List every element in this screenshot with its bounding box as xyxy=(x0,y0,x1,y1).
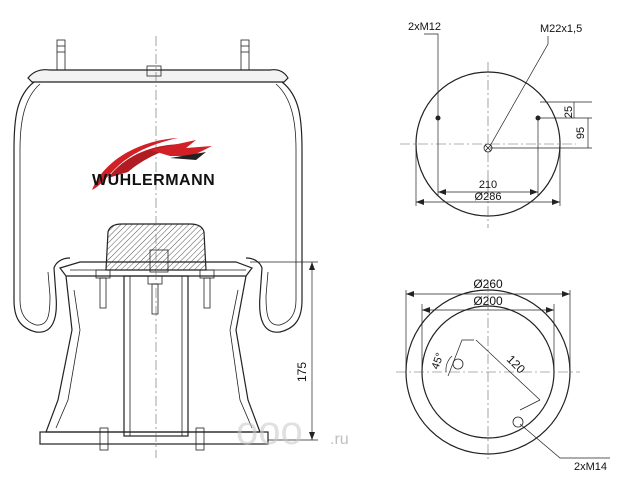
top-stud-right xyxy=(240,39,250,71)
watermark: ooo .ru xyxy=(236,409,349,453)
angle-arc xyxy=(445,355,453,373)
inner-diameter-label: Ø200 xyxy=(473,294,503,308)
center-thread-label: M22x1,5 xyxy=(540,23,582,35)
watermark-text: ooo xyxy=(236,409,303,453)
bottom-bolt-hole-left xyxy=(452,358,464,370)
brand-name: WUHLERMANN xyxy=(92,172,215,189)
bellows-inner xyxy=(19,83,51,326)
bolt-center xyxy=(147,275,163,315)
offset-large-label: 95 xyxy=(575,127,587,139)
spacing-dimension xyxy=(437,118,539,196)
bolt-right xyxy=(199,269,215,309)
top-diameter-label: Ø286 xyxy=(475,191,502,203)
bellows-inner-right xyxy=(265,83,297,326)
top-stud-left xyxy=(56,39,66,71)
height-dimension xyxy=(250,261,318,441)
bottom-plate xyxy=(39,431,269,445)
bellows-outer xyxy=(13,81,71,333)
piston-body xyxy=(45,275,261,433)
bottom-view: Ø260 Ø200 45° 120 2xM14 xyxy=(396,277,610,473)
piston-inner-right xyxy=(229,289,253,429)
top-bolt-label: 2xM12 xyxy=(408,21,441,33)
watermark-domain: .ru xyxy=(330,431,349,448)
bolt-spacing-line xyxy=(475,339,541,401)
diameter-dimension xyxy=(415,144,561,206)
bottom-bolt-hole-right xyxy=(512,416,524,428)
offset-small-label: 25 xyxy=(563,106,575,118)
bottom-stud-left xyxy=(99,427,109,451)
bottom-bolt-leader xyxy=(519,423,610,459)
angle-leader xyxy=(447,339,474,377)
outer-diameter-dimension xyxy=(405,290,571,372)
side-view: 175 WUHLERMANN xyxy=(13,36,318,458)
thread-leader xyxy=(489,36,549,147)
bottom-spacing-label: 120 xyxy=(504,352,528,376)
bottom-bolt-label: 2xM14 xyxy=(574,461,607,473)
bolt-leader xyxy=(424,33,439,116)
air-port xyxy=(146,65,162,77)
bolt-left xyxy=(95,269,111,309)
angle-label: 45° xyxy=(430,351,447,371)
bellows-outer-right xyxy=(245,81,303,333)
inner-diameter-dimension xyxy=(421,304,555,372)
center-nut xyxy=(149,249,169,273)
offset-dimensions xyxy=(490,101,592,149)
brand-logo-icon xyxy=(92,138,212,190)
top-view: 2xM12 M22x1,5 25 95 210 Ø286 xyxy=(400,21,592,228)
piston-inner-left xyxy=(55,289,81,429)
top-spacing-label: 210 xyxy=(479,179,497,191)
bottom-stud-right xyxy=(195,427,205,451)
height-label: 175 xyxy=(295,362,309,382)
outer-diameter-label: Ø260 xyxy=(473,277,503,291)
